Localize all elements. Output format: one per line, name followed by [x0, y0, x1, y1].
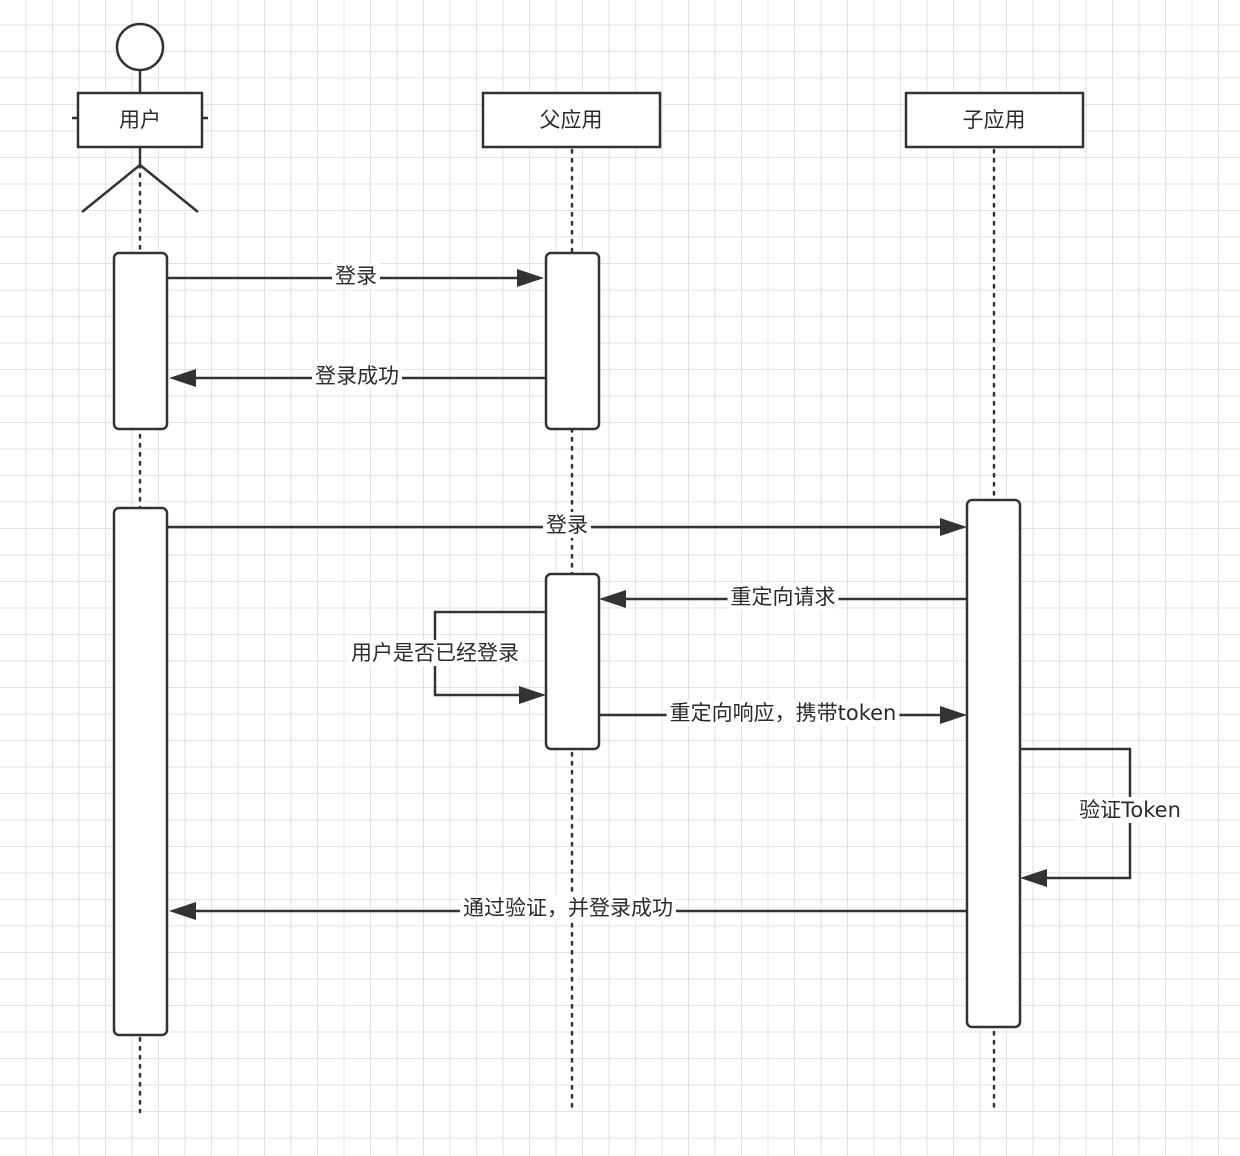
message-verified-login-success[interactable]: 通过验证，并登录成功 — [169, 895, 967, 921]
activation-parent-2[interactable] — [544, 572, 601, 751]
actor-user[interactable]: 用户 — [72, 22, 208, 213]
activation-child[interactable] — [965, 498, 1022, 1029]
label-bg — [666, 700, 900, 726]
message-verify-token[interactable]: 验证Token — [1020, 747, 1184, 887]
participant-label-child: 子应用 — [963, 108, 1026, 132]
arrowhead-left-icon — [169, 369, 196, 387]
label-bg — [543, 512, 591, 538]
participant-box-child — [904, 91, 1085, 149]
message-label: 用户是否已经登录 — [351, 641, 519, 665]
participant-label-user: 用户 — [119, 108, 161, 132]
arrowhead-left-icon — [169, 902, 196, 920]
arrowhead-right-icon — [519, 686, 546, 704]
message-label: 通过验证，并登录成功 — [463, 896, 673, 920]
arrowhead-left-icon — [1020, 869, 1047, 887]
label-bg — [460, 895, 676, 921]
arrowhead-right-icon — [517, 269, 544, 287]
message-label: 重定向响应，携带token — [670, 701, 897, 725]
message-label: 登录 — [335, 264, 377, 288]
message-login-2[interactable]: 登录 — [167, 512, 967, 538]
message-check-logged-in[interactable]: 用户是否已经登录 — [348, 610, 546, 704]
participant-box-parent — [481, 91, 662, 149]
label-bg — [348, 640, 522, 666]
message-label: 验证Token — [1079, 798, 1181, 822]
message-login-1[interactable]: 登录 — [167, 263, 544, 289]
actor-left-leg — [81, 164, 141, 213]
activation-parent-1[interactable] — [544, 251, 601, 431]
participant-label-parent: 父应用 — [540, 108, 603, 132]
arrowhead-right-icon — [940, 706, 967, 724]
label-bg — [1076, 797, 1184, 823]
message-redirect-request[interactable]: 重定向请求 — [599, 584, 967, 610]
label-bg — [312, 363, 402, 389]
arrowhead-left-icon — [599, 590, 626, 608]
actor-right-leg — [139, 164, 199, 213]
activation-user-1[interactable] — [112, 251, 169, 431]
arrowhead-right-icon — [940, 518, 967, 536]
participant-child[interactable]: 子应用 — [904, 91, 1085, 149]
activation-user-2[interactable] — [112, 506, 169, 1037]
message-redirect-response[interactable]: 重定向响应，携带token — [599, 700, 967, 726]
actor-head — [115, 22, 165, 72]
participant-box-user — [76, 91, 204, 149]
label-bg — [332, 263, 380, 289]
message-login-success-1[interactable]: 登录成功 — [169, 363, 546, 389]
message-label: 登录 — [546, 513, 588, 537]
label-bg — [727, 584, 839, 610]
participant-parent[interactable]: 父应用 — [481, 91, 662, 149]
message-label: 登录成功 — [315, 364, 399, 388]
message-label: 重定向请求 — [731, 585, 836, 609]
